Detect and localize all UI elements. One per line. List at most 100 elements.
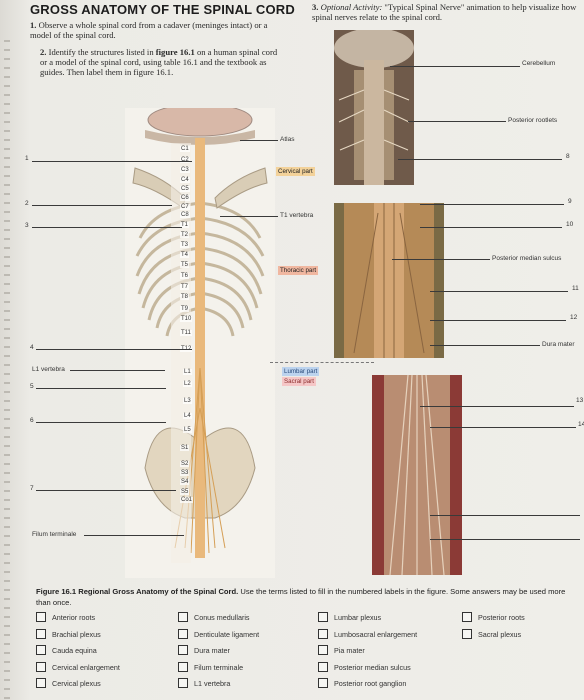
vertebra-label-c8: C8	[180, 212, 190, 218]
vertebra-label-t7: T7	[180, 284, 190, 290]
l1-leader	[70, 370, 165, 371]
vertebra-label-t8: T8	[180, 294, 190, 300]
l1-vertebra-label: L1 vertebra	[32, 366, 65, 373]
cerebellum-label: Cerebellum	[522, 60, 556, 67]
posterior-rootlets-leader	[408, 121, 506, 122]
label-number-4: 4	[30, 344, 34, 351]
label-number-6: 6	[30, 417, 34, 424]
posterior-rootlets-label: Posterior rootlets	[508, 117, 558, 124]
cervical-part-tag: Cervical part	[276, 167, 315, 176]
label-number-5: 5	[30, 383, 34, 390]
step-3-text: "Typical Spinal Nerve" animation to help…	[312, 2, 577, 22]
option-posterior-root-ganglion: Posterior root ganglion	[334, 679, 407, 688]
vertebra-label-l2: L2	[183, 381, 192, 387]
step-3: 3. Optional Activity: "Typical Spinal Ne…	[312, 2, 577, 22]
rib-cage	[135, 201, 265, 337]
label-number-14: 14	[578, 421, 584, 428]
vertebra-label-co1: Co1	[180, 497, 194, 503]
vertebra-label-c3: C3	[180, 167, 190, 173]
label-line-12	[430, 320, 566, 321]
vertebra-label-c1: C1	[180, 146, 190, 152]
vertebra-label-t10: T10	[180, 316, 193, 322]
checkbox-anterior-roots[interactable]	[36, 612, 46, 622]
vertebra-label-t11: T11	[180, 330, 192, 336]
filum-terminale-label: Filum terminale	[32, 531, 77, 538]
label-line-5	[36, 388, 166, 389]
checkbox-cervical-enlargement[interactable]	[36, 661, 46, 672]
option-denticulate-ligament: Denticulate ligament	[194, 629, 260, 639]
label-number-11: 11	[572, 285, 579, 292]
option-cauda-equina: Cauda equina	[52, 646, 97, 655]
step-2-text-pre: Identify the structures listed in	[48, 47, 154, 57]
label-line-4	[36, 349, 192, 350]
checkbox-cauda-equina[interactable]	[36, 645, 46, 655]
label-line-14	[430, 427, 576, 428]
vertebra-label-t3: T3	[180, 242, 190, 248]
step-2-figure-ref: figure 16.1	[155, 47, 195, 57]
option-l1-vertebra: L1 vertebra	[194, 679, 231, 688]
option-pia-mater: Pia mater	[334, 646, 365, 655]
label-line-13	[420, 406, 574, 407]
posterior-median-sulcus-label: Posterior median sulcus	[492, 255, 562, 262]
checkbox-posterior-root-ganglion[interactable]	[318, 678, 328, 688]
posterior-median-sulcus-leader	[392, 259, 490, 260]
label-number-7: 7	[30, 485, 34, 492]
option-dura-mater: Dura mater	[194, 646, 230, 655]
label-line-6	[36, 422, 166, 423]
option-cervical-enlargement: Cervical enlargement	[52, 662, 120, 672]
dura-mater-leader	[430, 345, 540, 346]
label-number-13: 13	[576, 397, 584, 404]
figure-caption: Figure 16.1 Regional Gross Anatomy of th…	[36, 586, 581, 608]
checkbox-filum-terminale[interactable]	[178, 661, 188, 672]
step-3-optional: Optional Activity:	[320, 2, 383, 12]
step-2-text-post: on a human spinal cord or a model of the…	[40, 47, 278, 77]
option-sacral-plexus: Sacral plexus	[478, 629, 522, 639]
checkbox-lumbosacral-enlargement[interactable]	[318, 628, 328, 639]
option-brachial-plexus: Brachial plexus	[52, 629, 101, 639]
vertebra-label-s5: S5	[180, 489, 190, 495]
option-posterior-roots: Posterior roots	[478, 613, 525, 622]
label-line-3	[32, 227, 182, 228]
checkbox-sacral-plexus[interactable]	[462, 628, 472, 639]
vertebra-label-s4: S4	[180, 479, 190, 485]
vertebra-label-t1: T1	[180, 222, 190, 228]
step-2-number: 2.	[40, 47, 47, 57]
label-line-7	[36, 490, 176, 491]
vertebra-label-s3: S3	[180, 470, 190, 476]
checkbox-conus-medullaris[interactable]	[178, 612, 188, 622]
vertebra-label-c7: C7	[180, 204, 190, 210]
filum-leader	[84, 535, 184, 536]
checkbox-pia-mater[interactable]	[318, 645, 328, 655]
region-connector	[270, 362, 374, 363]
label-number-12: 12	[570, 314, 578, 321]
vertebra-label-t6: T6	[180, 273, 190, 279]
step-1-text: Observe a whole spinal cord from a cadav…	[30, 20, 268, 40]
label-number-3: 3	[25, 222, 29, 229]
label-line-1	[32, 161, 192, 162]
vertebra-label-c4: C4	[180, 177, 190, 183]
vertebra-label-c5: C5	[180, 186, 190, 192]
checkbox-posterior-median-sulcus[interactable]	[318, 661, 328, 672]
vertebra-label-l4: L4	[183, 413, 192, 419]
spine-illustration	[125, 108, 275, 578]
atlas-leader	[240, 140, 278, 141]
vertebra-label-t9: T9	[180, 306, 190, 312]
vertebra-label-t5: T5	[180, 262, 190, 268]
label-line-2	[32, 205, 172, 206]
checkbox-l1-vertebra[interactable]	[178, 678, 188, 688]
vertebra-label-s2: S2	[180, 461, 190, 467]
checkbox-cervical-plexus[interactable]	[36, 678, 46, 688]
checkbox-lumbar-plexus[interactable]	[318, 612, 328, 622]
label-number-9: 9	[568, 198, 572, 205]
step-1-number: 1.	[30, 20, 37, 30]
label-line-11	[430, 291, 568, 292]
lumbar-part-tag: Lumbar part	[282, 367, 320, 376]
vertebra-label-l1: L1	[183, 369, 192, 375]
sacral-part-tag: Sacral part	[282, 377, 316, 386]
checkbox-dura-mater[interactable]	[178, 645, 188, 655]
option-filum-terminale: Filum terminale	[194, 662, 244, 672]
atlas-label: Atlas	[280, 136, 295, 143]
checkbox-posterior-roots[interactable]	[462, 612, 472, 622]
checkbox-brachial-plexus[interactable]	[36, 628, 46, 639]
checkbox-denticulate-ligament[interactable]	[178, 628, 188, 639]
